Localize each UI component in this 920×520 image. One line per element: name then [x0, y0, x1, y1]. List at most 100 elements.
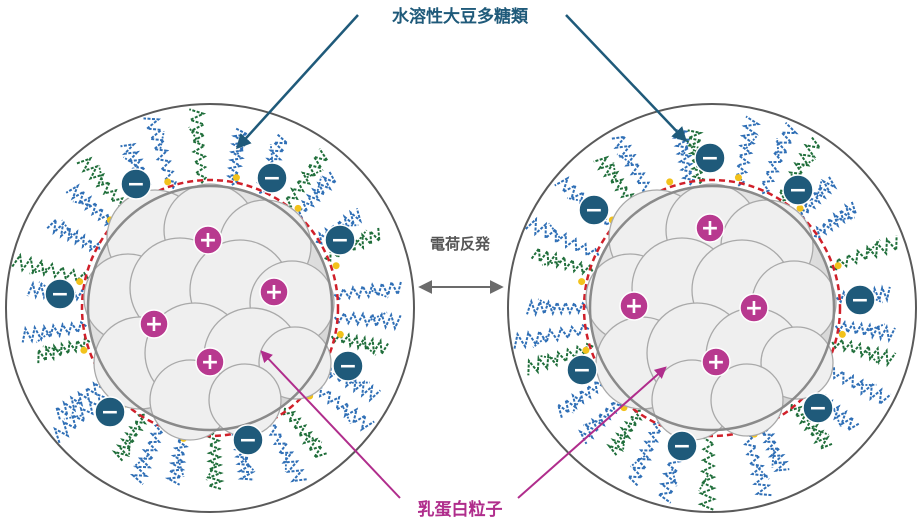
- polysaccharide-branch: [622, 433, 626, 452]
- minus-sign: −: [809, 396, 827, 421]
- polysaccharide-chain: [284, 148, 330, 209]
- polysaccharide-branch: [865, 350, 880, 365]
- negative-charge: −: [844, 284, 876, 316]
- polysaccharide-branch: [340, 224, 359, 228]
- polysaccharide-chain: [111, 413, 148, 463]
- polysaccharide-chain: [264, 418, 308, 483]
- anchor-dot: [582, 346, 590, 354]
- polysaccharide-branch: [833, 409, 842, 428]
- negative-charge: −: [332, 350, 364, 382]
- polysaccharide-branch: [612, 162, 617, 181]
- polysaccharide-chain: [513, 324, 590, 350]
- polysaccharide-branch: [745, 134, 759, 149]
- polysaccharide-chain: [697, 432, 717, 512]
- charge-disc: [324, 224, 356, 256]
- polysaccharide-branch: [776, 138, 780, 157]
- polysaccharide-chain: [129, 422, 165, 486]
- anchor-dot: [578, 278, 586, 286]
- charge-disc: [694, 142, 726, 174]
- plus-sign: +: [201, 350, 219, 375]
- polysaccharide-branch: [532, 335, 548, 349]
- polysaccharide-chain: [333, 279, 403, 301]
- positive-charge: +: [739, 293, 769, 323]
- protein-submicelle: [760, 326, 834, 400]
- negative-charge: −: [578, 194, 610, 226]
- anchor-dot: [336, 330, 344, 338]
- polysaccharide-chain: [741, 427, 772, 497]
- polysaccharide-branch: [371, 289, 389, 299]
- positive-charge: +: [193, 225, 223, 255]
- polysaccharide-chain: [813, 201, 858, 239]
- polysaccharide-branch: [70, 398, 81, 416]
- polysaccharide-branch: [123, 156, 139, 169]
- negative-charge: −: [44, 278, 76, 310]
- negative-charge: −: [120, 168, 152, 200]
- protein-particle-label: 乳蛋白粒子: [417, 500, 503, 520]
- positive-charge: +: [701, 347, 731, 377]
- protein-anchor-ring: [80, 178, 340, 438]
- minus-sign: −: [851, 288, 869, 313]
- anchor-dot: [294, 204, 302, 212]
- polysaccharide-arrow-right: [565, 14, 688, 143]
- polysaccharide-branch: [583, 419, 601, 427]
- polysaccharide-branch: [98, 165, 104, 184]
- minus-sign: −: [339, 354, 357, 379]
- charge-disc: [578, 194, 610, 226]
- repulsion-label: 電荷反発: [429, 235, 490, 253]
- negative-charge: −: [566, 354, 598, 386]
- minus-sign: −: [701, 146, 719, 171]
- polysaccharide-chain: [789, 403, 834, 451]
- polysaccharide-branch: [159, 130, 165, 149]
- charge-disc: [195, 347, 225, 377]
- minus-sign: −: [673, 434, 691, 459]
- polysaccharide-branch: [29, 268, 48, 275]
- polysaccharide-chain: [45, 216, 101, 253]
- polysaccharide-branch: [242, 457, 256, 473]
- charge-disc: [44, 278, 76, 310]
- negative-charge: −: [94, 396, 126, 428]
- polysaccharide-branch: [361, 342, 377, 356]
- left-charges: −−−−−−−++++: [44, 162, 364, 456]
- polysaccharide-chain: [65, 183, 117, 227]
- minus-sign: −: [789, 178, 807, 203]
- negative-charge: −: [666, 430, 698, 462]
- plus-sign: +: [745, 296, 763, 321]
- protein-core-edge: [86, 184, 334, 432]
- polysaccharide-chain: [625, 420, 663, 488]
- polysaccharide-chain: [333, 310, 402, 332]
- positive-charge: +: [139, 309, 169, 339]
- protein-core-edge: [588, 184, 836, 432]
- left-protein-core: [83, 183, 335, 441]
- plus-sign: +: [625, 294, 643, 319]
- negative-charge: −: [802, 392, 834, 424]
- negative-charge: −: [782, 174, 814, 206]
- polysaccharide-chain: [10, 252, 90, 283]
- charge-disc: [739, 293, 769, 323]
- charge-disc: [802, 392, 834, 424]
- polysaccharide-branch: [42, 345, 61, 352]
- negative-charge: −: [324, 224, 356, 256]
- minus-sign: −: [331, 228, 349, 253]
- polysaccharide-branch: [571, 396, 582, 414]
- anchor-dot: [80, 346, 88, 354]
- polysaccharide-chain: [526, 298, 588, 318]
- polysaccharide-branch: [548, 222, 561, 239]
- polysaccharide-chain: [834, 319, 896, 344]
- charge-disc: [120, 168, 152, 200]
- anchor-dot: [332, 262, 340, 270]
- particle-arrow-right: [517, 366, 667, 499]
- polysaccharide-chain: [606, 409, 643, 457]
- polysaccharide-chain: [777, 135, 823, 203]
- anchor-dot: [666, 178, 674, 186]
- charge-disc: [619, 291, 649, 321]
- polysaccharide-chain: [610, 135, 655, 199]
- polysaccharide-chain: [205, 432, 225, 491]
- polysaccharide-branch: [63, 414, 82, 420]
- right-protein-core: [585, 183, 837, 441]
- anchor-dot: [734, 174, 742, 182]
- protein-submicelle: [258, 326, 332, 400]
- positive-charge: +: [695, 213, 725, 243]
- charge-disc: [566, 354, 598, 386]
- polysaccharide-branch: [354, 229, 368, 245]
